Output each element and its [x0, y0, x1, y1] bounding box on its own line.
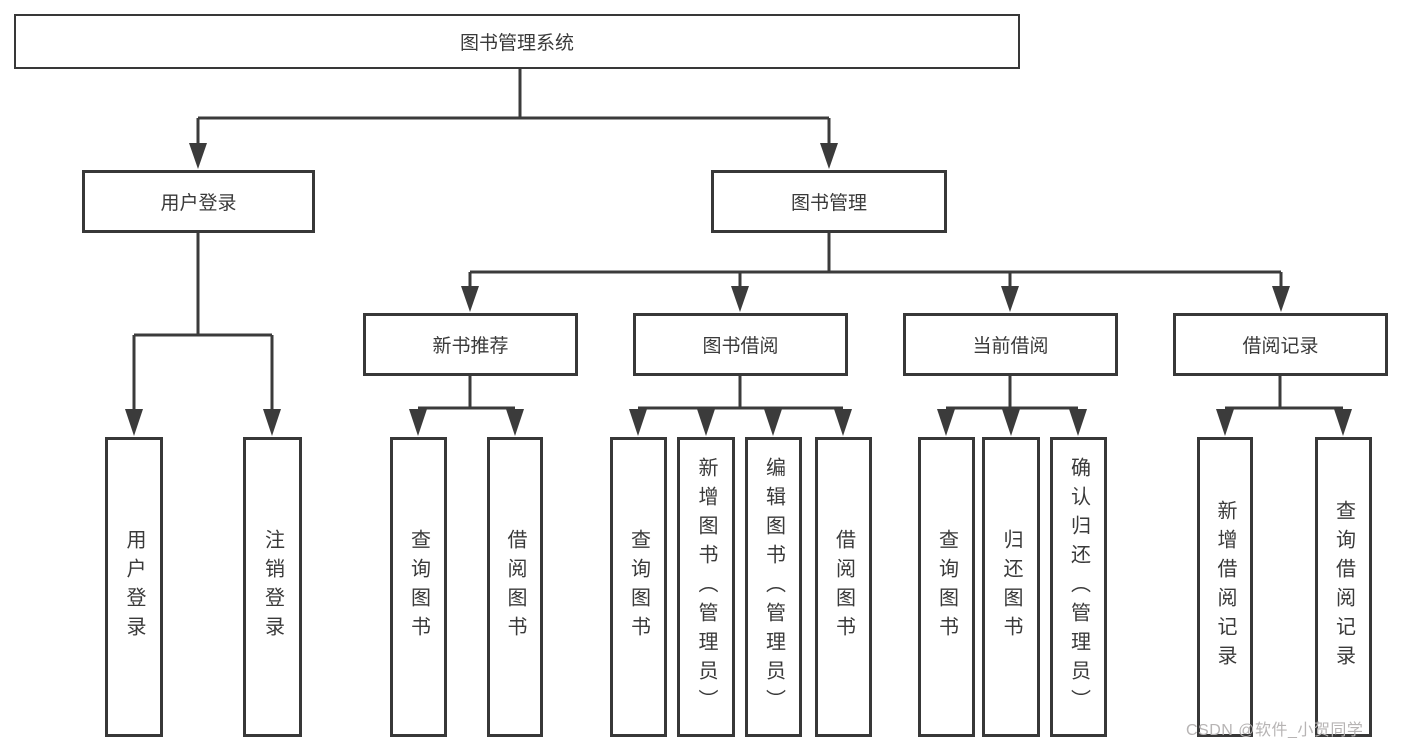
leaf-confirm-return-admin: 确认归还（管理员） — [1050, 437, 1107, 737]
node-new-book-recommendation: 新书推荐 — [363, 313, 578, 376]
leaf-query-borrow-record: 查询借阅记录 — [1315, 437, 1372, 737]
node-label: 确认归还（管理员） — [1067, 456, 1090, 718]
node-borrowing-records: 借阅记录 — [1173, 313, 1388, 376]
leaf-query-books-current: 查询图书 — [918, 437, 975, 737]
node-current-borrowing: 当前借阅 — [903, 313, 1118, 376]
node-label: 归还图书 — [1000, 529, 1022, 645]
node-book-management: 图书管理 — [711, 170, 947, 233]
node-label: 借阅记录 — [1242, 336, 1319, 357]
node-label: 新书推荐 — [432, 336, 509, 357]
leaf-query-books-borrowing: 查询图书 — [610, 437, 667, 737]
node-label: 借阅图书 — [504, 529, 526, 645]
node-label: 当前借阅 — [972, 336, 1049, 357]
leaf-borrow-books-borrowing: 借阅图书 — [815, 437, 872, 737]
node-label: 借阅图书 — [832, 529, 855, 645]
arrowheads — [125, 143, 1352, 436]
leaf-edit-book-admin: 编辑图书（管理员） — [745, 437, 802, 737]
node-label: 图书管理系统 — [459, 33, 574, 54]
node-label: 用户登录 — [123, 529, 145, 645]
leaf-user-login: 用户登录 — [105, 437, 163, 737]
node-label: 用户登录 — [160, 193, 237, 214]
node-label: 图书管理 — [790, 193, 867, 214]
node-label: 查询借阅记录 — [1332, 500, 1355, 674]
node-label: 查询图书 — [407, 529, 430, 645]
leaf-query-books-recommend: 查询图书 — [390, 437, 447, 737]
node-label: 编辑图书（管理员） — [762, 456, 785, 718]
node-library-management-system: 图书管理系统 — [14, 14, 1020, 69]
csdn-watermark: CSDN @软件_小贺同学 — [1186, 722, 1364, 739]
node-label: 查询图书 — [627, 529, 650, 645]
node-label: 新增图书（管理员） — [695, 456, 717, 718]
leaf-borrow-books-recommend: 借阅图书 — [487, 437, 543, 737]
node-label: 注销登录 — [261, 529, 284, 645]
leaf-return-book: 归还图书 — [982, 437, 1040, 737]
node-book-borrowing: 图书借阅 — [633, 313, 848, 376]
leaf-add-book-admin: 新增图书（管理员） — [677, 437, 735, 737]
leaf-add-borrow-record: 新增借阅记录 — [1197, 437, 1253, 737]
node-user-login: 用户登录 — [82, 170, 315, 233]
leaf-logout: 注销登录 — [243, 437, 302, 737]
node-label: 查询图书 — [935, 529, 958, 645]
node-label: 新增借阅记录 — [1214, 500, 1236, 674]
node-label: 图书借阅 — [702, 336, 779, 357]
